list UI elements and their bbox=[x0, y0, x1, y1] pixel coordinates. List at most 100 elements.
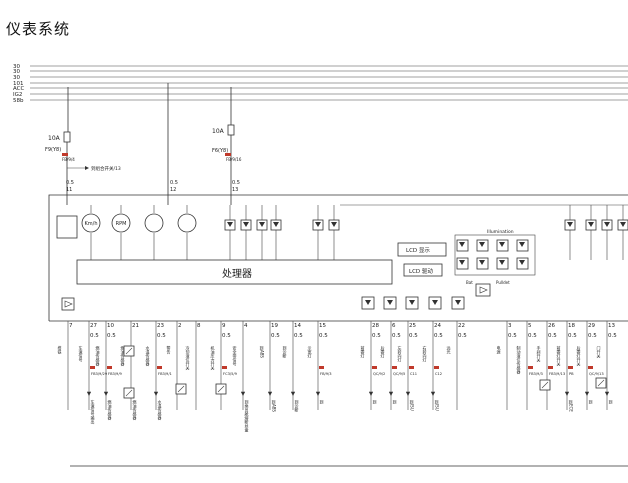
pin-number: 7 bbox=[69, 323, 73, 329]
pin-number: 18 bbox=[568, 323, 575, 329]
branch-destination: 到 bbox=[373, 399, 378, 404]
connector-code: FB3/9/3 bbox=[529, 372, 543, 376]
wire-gauge: 0.5 bbox=[271, 333, 280, 339]
fuse-2-pin: 13 bbox=[232, 187, 238, 193]
branch-label: 手刹开关 bbox=[537, 345, 542, 363]
branch-label: 远光 bbox=[447, 345, 452, 355]
fuse-1-code: F9(Y8) bbox=[45, 147, 61, 153]
fuse-1 bbox=[63, 131, 71, 143]
module-box bbox=[56, 215, 78, 239]
pin-number: 5 bbox=[528, 323, 532, 329]
pin-number: 23 bbox=[157, 323, 164, 329]
connector-code: FB3/9/9 bbox=[108, 372, 123, 376]
connector-code: FC3/5/9 bbox=[223, 372, 238, 376]
branch-destination: 到乘员舱熔断丝盒 bbox=[245, 399, 250, 432]
buzzer-block: Bat Pulldet bbox=[466, 280, 510, 297]
gauge-dial bbox=[177, 213, 197, 233]
pin-number: 4 bbox=[244, 323, 248, 329]
fuse-2-conn: FB/9/16 bbox=[226, 157, 242, 162]
fuse-2-wire: 0.5 bbox=[232, 180, 240, 186]
branch-destination: 到ABS bbox=[272, 399, 277, 413]
connector-tag bbox=[548, 366, 553, 369]
branch-label: 到诊断 bbox=[283, 345, 288, 359]
processor-block: 处理器 bbox=[76, 259, 393, 285]
gauge-dial bbox=[144, 213, 164, 233]
rail-label: 30 bbox=[13, 69, 20, 75]
processor bbox=[76, 259, 393, 285]
rail-label: 101 bbox=[13, 81, 24, 87]
fuse-2-rating: 10A bbox=[212, 128, 225, 135]
connector-code: C11 bbox=[410, 372, 417, 376]
branch-label: 后雾灯开关 bbox=[577, 345, 582, 367]
pin-number: 14 bbox=[294, 323, 301, 329]
rail-label: 58b bbox=[13, 98, 24, 104]
wire-gauge: 0.5 bbox=[568, 333, 577, 339]
connector-f6 bbox=[225, 153, 231, 156]
connector-tag bbox=[157, 366, 162, 369]
branch-label: 机油压力开关 bbox=[211, 345, 216, 371]
fuse-2-code: F6(Y8) bbox=[212, 148, 228, 154]
buzzer-pulldet: Pulldet bbox=[496, 280, 510, 285]
wire-gauge: 0.5 bbox=[372, 333, 381, 339]
pin-branch: 19 0.5 到ABS 到ABS bbox=[260, 321, 280, 413]
branch-label: 制动液位传感器 bbox=[517, 345, 522, 375]
illumination-block: Illumination bbox=[454, 229, 536, 276]
connector-tag bbox=[409, 366, 414, 369]
indicator-row bbox=[224, 205, 628, 260]
pin-branch: 30.5电源 bbox=[497, 321, 517, 410]
mid-feed-pin: 12 bbox=[170, 187, 176, 193]
branch-destination: 燃油传感器 bbox=[133, 399, 138, 421]
pin-number: 13 bbox=[608, 323, 615, 329]
wire-gauge: 0.5 bbox=[608, 333, 617, 339]
fuse-1-conn: FB/9/4 bbox=[62, 157, 75, 162]
branch-label: 搭铁 bbox=[58, 345, 63, 355]
branch-destination: 燃油传感器 bbox=[108, 399, 113, 421]
fuse-feed-2: 10A F6(Y8) FB/9/16 0.5 13 bbox=[212, 87, 242, 205]
fuse-1-rating: 10A bbox=[48, 135, 61, 142]
branch-label: 水温传感器 bbox=[146, 345, 151, 367]
connector-tag bbox=[222, 366, 227, 369]
branch-label: 电源 bbox=[497, 345, 502, 355]
connector-tag bbox=[588, 366, 593, 369]
connector-tag bbox=[434, 366, 439, 369]
wire-gauge: 0.5 bbox=[458, 333, 467, 339]
branch-label: 前雾灯 bbox=[361, 345, 366, 359]
wire-gauge: 0.5 bbox=[90, 333, 99, 339]
processor-label: 处理器 bbox=[222, 268, 252, 280]
output-switch-row bbox=[361, 296, 465, 310]
pin-branch: 5 0.5 制动液位传感器 FB3/9/3 bbox=[517, 321, 543, 410]
lcd-driver-label: LCD 驱动 bbox=[409, 268, 433, 275]
connector-tag bbox=[90, 366, 95, 369]
buzzer-bat: Bat bbox=[466, 280, 473, 285]
branch-destination: 到诊断 bbox=[295, 399, 300, 413]
lcd-display bbox=[397, 242, 447, 257]
instrument-cluster bbox=[48, 194, 628, 322]
branch-label: 到ABS bbox=[260, 345, 265, 359]
wire-gauge: 0.5 bbox=[294, 333, 303, 339]
branch-label: 右转向灯 bbox=[423, 345, 428, 363]
pin-number: 19 bbox=[271, 323, 278, 329]
pin-branch: 2警告 bbox=[167, 321, 182, 410]
pin-number: 25 bbox=[409, 323, 416, 329]
wire-gauge: 0.5 bbox=[528, 333, 537, 339]
connector-code: QC/9/13 bbox=[589, 372, 604, 376]
wire-gauge: 0.5 bbox=[392, 333, 401, 339]
gauge-dial bbox=[81, 213, 101, 233]
rail-label: IG2 bbox=[13, 92, 22, 98]
wire-gauge: 0.5 bbox=[409, 333, 418, 339]
fuse-1-wire: 0.5 bbox=[66, 180, 74, 186]
branch-destination: 到 bbox=[393, 399, 398, 404]
pin-number: 26 bbox=[548, 323, 555, 329]
